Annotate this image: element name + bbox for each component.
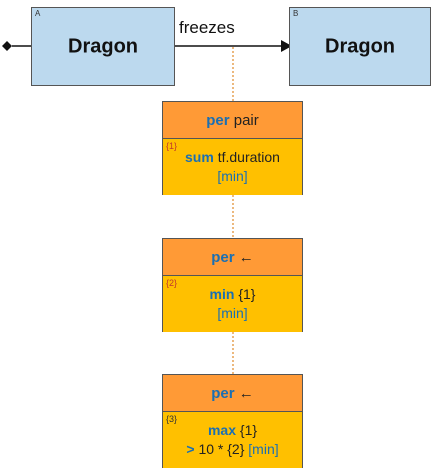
card-1-unit: [min] xyxy=(217,168,248,184)
card-1-header-text: pair xyxy=(233,111,259,129)
card-1-number: {1} xyxy=(166,141,178,151)
card-3-unit: [min] xyxy=(248,441,279,457)
card-2-expression: {1} xyxy=(238,286,256,302)
card-1-header: per pair xyxy=(163,102,302,139)
card-2-unit: [min] xyxy=(217,305,248,321)
card-3-condition: 10 * {2} xyxy=(198,441,245,457)
card-2-keyword: min xyxy=(209,286,235,302)
node-a-label: Dragon xyxy=(68,35,138,57)
card-1-body: {1} sum tf.duration [min] xyxy=(163,139,302,195)
card-2-header: per ← xyxy=(163,239,302,276)
card-1-keyword: sum xyxy=(185,149,214,165)
card-3-number: {3} xyxy=(166,414,178,424)
node-b-corner-label: B xyxy=(293,9,299,18)
node-b[interactable]: B Dragon xyxy=(289,7,431,86)
node-b-label: Dragon xyxy=(325,35,395,57)
card-2-body: {2} min {1} [min] xyxy=(163,276,302,332)
aggregation-card-2[interactable]: per ← {2} min {1} [min] xyxy=(162,238,303,332)
card-3-keyword: max xyxy=(207,422,236,438)
aggregation-card-1[interactable]: per pair {1} sum tf.duration [min] xyxy=(162,101,303,195)
arrow-head-icon xyxy=(281,40,292,52)
card-3-header-keyword: per xyxy=(211,384,235,402)
aggregation-card-3[interactable]: per ← {3} max {1} > 10 * {2} [min] xyxy=(162,374,303,468)
card-2-header-arrow: ← xyxy=(238,248,254,266)
card-1-header-keyword: per xyxy=(206,111,230,129)
card-3-body: {3} max {1} > 10 * {2} [min] xyxy=(163,412,302,468)
card-3-condition-operator: > xyxy=(186,441,195,457)
card-3-header-arrow: ← xyxy=(238,384,254,402)
card-2-number: {2} xyxy=(166,278,178,288)
start-diamond-icon xyxy=(2,41,12,51)
card-1-expression: tf.duration xyxy=(217,149,280,165)
card-3-expression: {1} xyxy=(239,422,258,438)
card-3-header: per ← xyxy=(163,375,302,412)
card-2-header-keyword: per xyxy=(211,248,235,266)
node-a-corner-label: A xyxy=(35,9,41,18)
node-a[interactable]: A Dragon xyxy=(31,7,175,86)
edge-label: freezes xyxy=(179,18,235,37)
